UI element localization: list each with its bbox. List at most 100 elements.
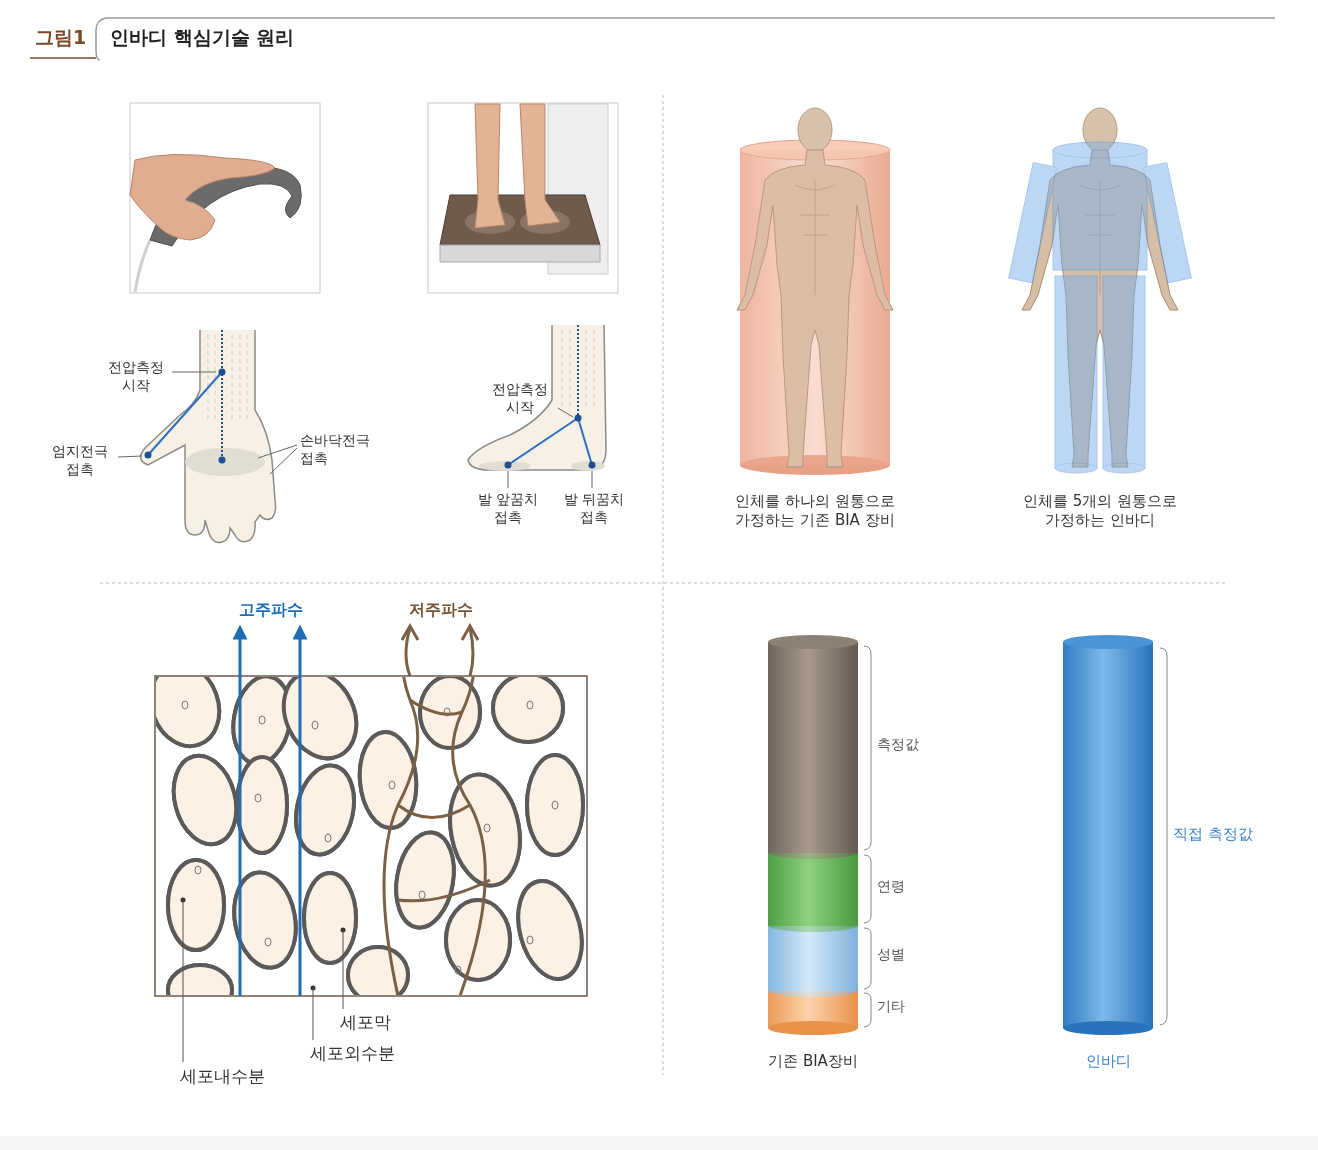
callout-label: 전압측정 시작 (484, 381, 556, 416)
bar-cylinders (1063, 635, 1153, 649)
bar-cylinders (768, 642, 858, 853)
five-cylinders (1053, 150, 1147, 270)
tissue-cells (484, 824, 490, 832)
single-cylinder (737, 108, 893, 475)
foot-drawing (589, 462, 596, 469)
tissue-cells (402, 626, 418, 640)
callout-label: 엄지전극 접촉 (44, 443, 116, 478)
hand-drawing (172, 372, 216, 373)
foot-drawing (592, 471, 593, 488)
bar-cylinders (768, 925, 858, 991)
tissue-cells (343, 930, 344, 1009)
header-rule (96, 18, 300, 60)
single-cylinder (740, 150, 890, 465)
figure-caption: 인체를 하나의 원통으로 가정하는 기존 BIA 장비 (712, 492, 918, 530)
bar-cylinders (768, 1021, 858, 1035)
tissue-cells (182, 701, 558, 974)
handle-photo (130, 103, 320, 293)
tissue-cells (419, 891, 425, 899)
tissue-cells (527, 701, 533, 709)
callout-label: 발 앞꿈치 접촉 (470, 491, 546, 526)
scale-photo (520, 104, 560, 226)
foot-drawing (468, 325, 606, 488)
bar-cylinders (768, 635, 858, 649)
tissue-cells (389, 781, 395, 789)
bar-cylinders (1160, 648, 1167, 1025)
bar-cylinders (768, 983, 858, 997)
hand-drawing (258, 445, 297, 458)
part-name: 세포외수분 (310, 1043, 395, 1064)
tissue-cells (470, 628, 473, 676)
tissue-cells (239, 632, 242, 996)
tissue-cells (156, 677, 586, 995)
tissue-cells (259, 716, 265, 724)
hand-drawing (185, 448, 265, 476)
tissue-cells (183, 900, 184, 1062)
foot-drawing (508, 418, 578, 465)
hand-drawing (270, 448, 297, 474)
five-cylinders (1009, 108, 1192, 473)
hand-drawing (219, 369, 226, 376)
header-rule (300, 17, 1275, 19)
foot-drawing (571, 461, 605, 471)
tissue-cells (410, 700, 462, 714)
hand-drawing (221, 330, 223, 460)
figure-number: 그림1 (35, 26, 86, 50)
foot-drawing (505, 462, 512, 469)
scale-photo (440, 195, 600, 245)
bar-label: 연령 (877, 878, 905, 896)
foot-drawing (558, 408, 573, 417)
tissue-cells (182, 701, 188, 709)
tissue-cells (398, 805, 470, 818)
tissue-cells (313, 988, 314, 1040)
tissue-cells (384, 677, 490, 995)
bar-caption: 기존 BIA장비 (743, 1052, 883, 1071)
handle-photo (135, 240, 150, 292)
signal-label: 저주파수 (396, 600, 486, 620)
part-name: 세포막 (340, 1012, 391, 1033)
foot-drawing (468, 325, 606, 470)
tissue-cells (299, 632, 302, 996)
single-cylinder (737, 108, 893, 467)
bar-cylinders (1063, 1021, 1153, 1035)
bar-cylinders (768, 918, 858, 932)
bar-label: 직접 측정값 (1173, 825, 1253, 844)
bar-cylinders (864, 855, 871, 923)
callout-label: 전압측정 시작 (100, 359, 172, 394)
tissue-cells (312, 721, 318, 729)
callout-label: 발 뒤꿈치 접촉 (556, 491, 632, 526)
tissue-cells (453, 677, 486, 995)
tissue-cells (140, 626, 592, 1062)
bar-cylinders (768, 635, 1167, 1035)
handle-photo (130, 154, 275, 240)
foot-drawing (479, 461, 531, 471)
handle-photo (130, 103, 320, 293)
five-cylinders (1009, 142, 1192, 473)
foot-drawing (578, 418, 592, 465)
scale-photo (440, 245, 600, 262)
bar-cylinders (864, 928, 871, 989)
bar-label: 성별 (877, 946, 905, 964)
five-cylinders (1053, 142, 1147, 158)
dividers (100, 583, 1225, 584)
footer-band (0, 1136, 1318, 1150)
foot-drawing (508, 471, 509, 488)
dividers (663, 95, 664, 1075)
header-rule (30, 57, 96, 59)
tissue-cells (255, 794, 261, 802)
bar-label: 측정값 (877, 736, 919, 754)
tissue-cells (156, 677, 586, 995)
hand-drawing (145, 452, 152, 459)
bar-caption: 인바디 (1038, 1052, 1178, 1071)
single-cylinder (740, 150, 890, 465)
header-rule (30, 18, 1275, 60)
scale-photo (428, 103, 618, 293)
part-name: 세포내수분 (180, 1066, 265, 1087)
figure-title: 인바디 핵심기술 원리 (110, 26, 294, 50)
bar-cylinders (864, 993, 871, 1027)
five-cylinders (1143, 163, 1191, 283)
five-cylinders (1103, 463, 1145, 473)
tissue-cells (265, 938, 271, 946)
